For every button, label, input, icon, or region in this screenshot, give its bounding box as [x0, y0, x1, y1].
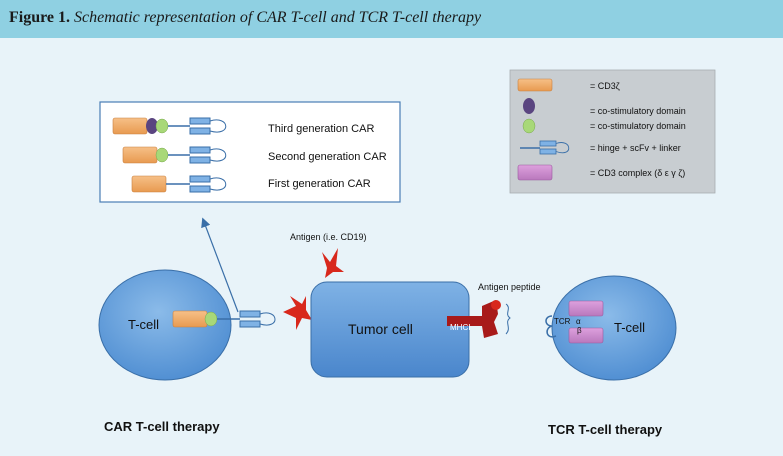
tumor-cell-label: Tumor cell	[348, 321, 413, 337]
car-t-cell: T-cell	[98, 269, 276, 381]
legend-item-costim-green: = co-stimulatory domain	[522, 118, 686, 134]
tcr-t-cell: TCR α β T-cell	[545, 275, 677, 381]
car-therapy-label: CAR T-cell therapy	[104, 419, 220, 434]
legend-item-cd3-complex: = CD3 complex (δ ε γ ζ)	[517, 164, 685, 181]
legend-item-costim-purple: = co-stimulatory domain	[523, 98, 686, 116]
legend-item-cd3z: = CD3ζ	[517, 78, 620, 92]
antigen-left	[283, 296, 312, 330]
figure-header: Figure 1. Schematic representation of CA…	[0, 0, 783, 38]
car-generations-box: Third generation CAR Second generation C…	[99, 101, 401, 203]
mhci-label: MHCI	[450, 323, 470, 332]
first-generation-label: First generation CAR	[268, 178, 371, 190]
third-generation-label: Third generation CAR	[268, 123, 374, 135]
first-generation-car: First generation CAR	[131, 175, 371, 193]
diagram-canvas: Third generation CAR Second generation C…	[98, 69, 716, 437]
legend-item-hinge-scfv: = hinge + scFv + linker	[520, 140, 681, 155]
second-generation-car: Second generation CAR	[122, 146, 387, 164]
tcr-alpha-label: α	[576, 317, 581, 326]
legend-label-cd3-complex: = CD3 complex (δ ε γ ζ)	[590, 168, 685, 178]
figure-label: Figure 1.	[9, 9, 71, 26]
tcr-label: TCR	[554, 317, 571, 326]
tcr-t-cell-label: T-cell	[614, 320, 645, 335]
antigen-label: Antigen (i.e. CD19)	[290, 232, 367, 242]
tcr-therapy-label: TCR T-cell therapy	[548, 422, 663, 437]
tumor-cell: Tumor cell	[310, 281, 470, 378]
legend-label-costim-2: = co-stimulatory domain	[590, 121, 686, 131]
legend-label-hinge: = hinge + scFv + linker	[590, 143, 681, 153]
legend-label-cd3z: = CD3ζ	[590, 81, 620, 91]
mhci-complex: MHCI Antigen peptide	[447, 282, 541, 338]
legend-box: = CD3ζ = co-stimulatory domain = co-stim…	[509, 69, 716, 194]
figure-caption: Figure 1. Schematic representation of CA…	[9, 9, 481, 27]
antigen-top: Antigen (i.e. CD19)	[290, 232, 367, 278]
legend-label-costim-1: = co-stimulatory domain	[590, 106, 686, 116]
figure-title: Schematic representation of CAR T-cell a…	[74, 9, 482, 26]
tcr-beta-label: β	[577, 326, 582, 335]
third-generation-car: Third generation CAR	[112, 117, 374, 135]
car-t-cell-label: T-cell	[128, 317, 159, 332]
antigen-peptide-label: Antigen peptide	[478, 282, 541, 292]
arrow-to-car-generations	[201, 217, 239, 313]
second-generation-label: Second generation CAR	[268, 151, 387, 163]
